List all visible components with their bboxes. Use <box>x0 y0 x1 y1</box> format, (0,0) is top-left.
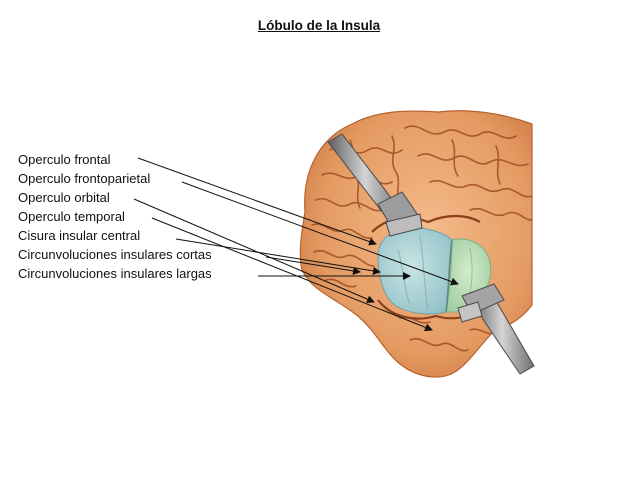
label-operculo-frontal: Operculo frontal <box>18 150 213 169</box>
label-text: Operculo frontoparietal <box>18 171 152 186</box>
lower-retractor <box>457 283 535 375</box>
label-cisura-insular-central: Cisura insular central <box>18 226 213 245</box>
label-operculo-frontoparietal: Operculo frontoparietal <box>18 169 213 188</box>
label-list: Operculo frontal Operculo frontoparietal… <box>18 150 213 283</box>
label-text: Cisura insular central <box>18 228 142 243</box>
label-text: Circunvoluciones insulares cortas <box>18 247 213 262</box>
label-text: Operculo orbital <box>18 190 111 205</box>
label-text: Circunvoluciones insulares largas <box>18 266 213 281</box>
label-operculo-orbital: Operculo orbital <box>18 188 213 207</box>
label-circunvoluciones-cortas: Circunvoluciones insulares cortas <box>18 245 213 264</box>
label-text: Operculo temporal <box>18 209 126 224</box>
label-operculo-temporal: Operculo temporal <box>18 207 213 226</box>
slide-title: Lóbulo de la Insula <box>257 18 381 33</box>
label-circunvoluciones-largas: Circunvoluciones insulares largas <box>18 264 213 283</box>
label-text: Operculo frontal <box>18 152 112 167</box>
